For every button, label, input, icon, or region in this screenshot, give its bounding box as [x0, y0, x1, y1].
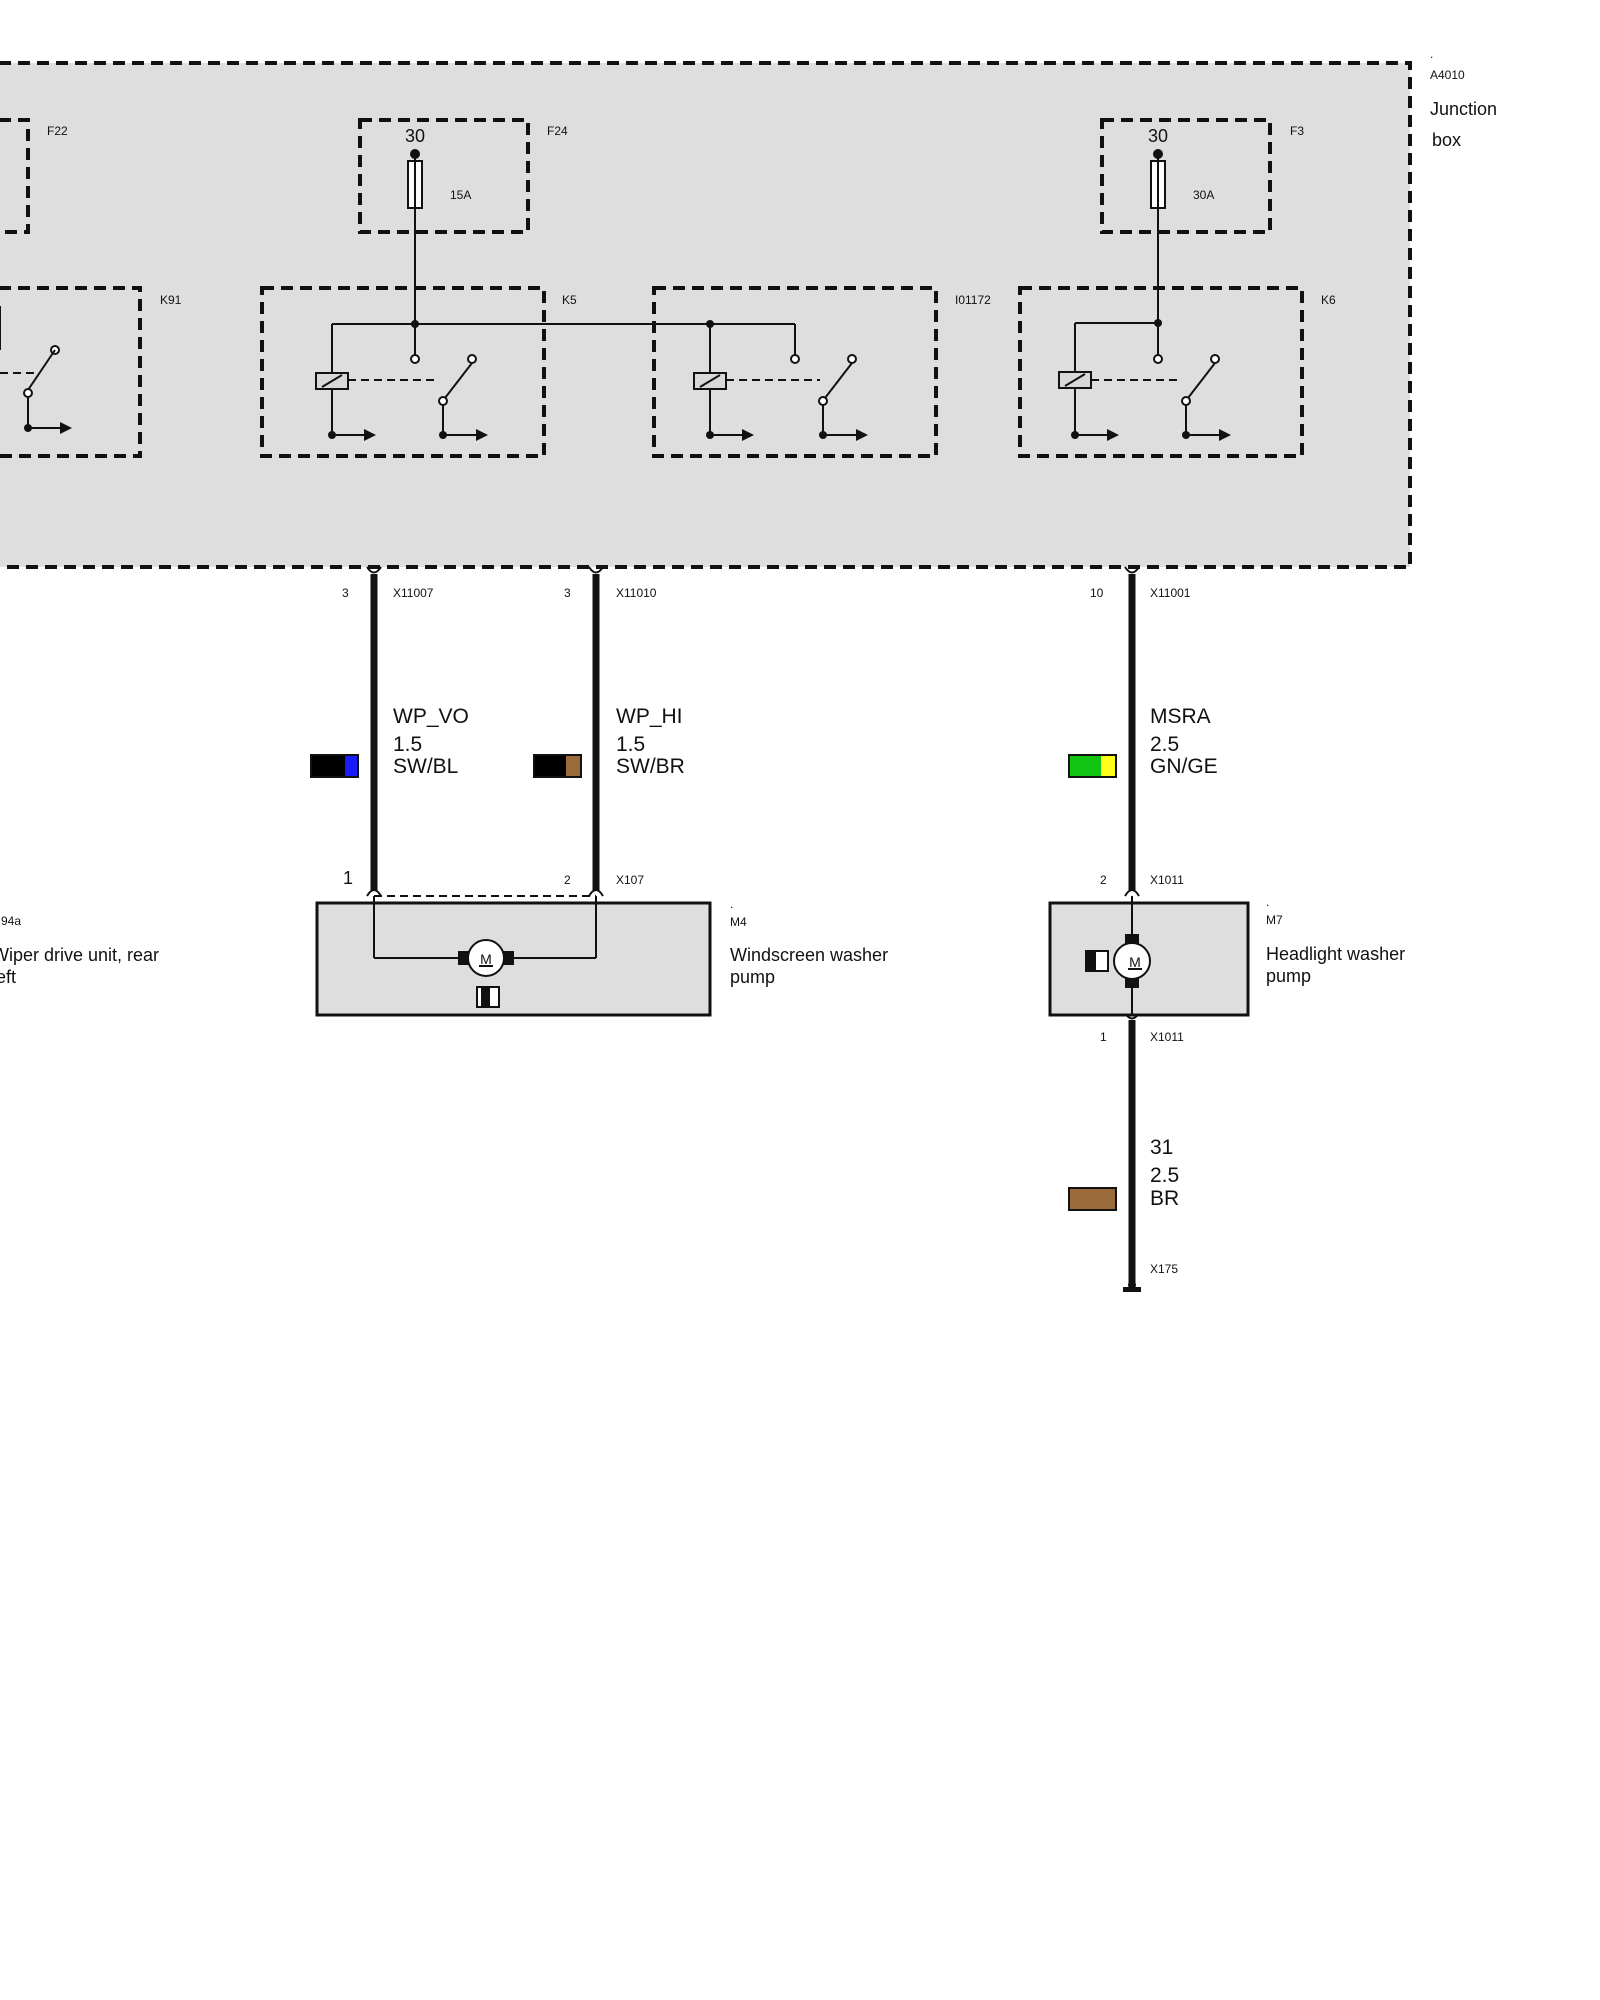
- fuse-f3-box: [1100, 118, 1272, 234]
- junction-box-id: A4010: [1430, 68, 1465, 82]
- junction-box-dot: .: [1430, 47, 1433, 61]
- wire-wp-vo-gauge: 1.5: [393, 733, 422, 756]
- relay-k6-box: [1018, 286, 1304, 458]
- junction-box-body: [0, 61, 1412, 569]
- wire-wp-vo-color-code: SW/BL: [393, 755, 458, 778]
- wire-msra: 10 X11001 MSRA 2.5 GN/GE 2 X1011: [1068, 566, 1218, 897]
- wire-msra-gauge: 2.5: [1150, 733, 1179, 756]
- windscreen-washer-pump-dot: .: [730, 897, 733, 911]
- wire-wp-hi-top-connector: X11010: [616, 586, 657, 600]
- windscreen-washer-pump-motor-label: M: [480, 951, 492, 967]
- wire-msra-top-connector: X11001: [1150, 586, 1191, 600]
- wire-31-ground: 1 X1011 31 2.5 BR X175: [1068, 1012, 1184, 1292]
- pump-symbol-icon: [476, 986, 500, 1008]
- wire-msra-top-pin: 10: [1090, 586, 1104, 600]
- headlight-washer-pump-name-2: pump: [1266, 966, 1311, 986]
- wire-msra-bottom-connector: X1011: [1150, 873, 1184, 887]
- relay-i01172: I01172: [652, 286, 991, 458]
- ground-terminal: [1123, 1287, 1141, 1292]
- relay-k6-label: K6: [1321, 293, 1336, 307]
- junction-box: . A4010 Junction box: [0, 47, 1497, 569]
- headlight-washer-pump: M . M7 Headlight washer pump: [1048, 895, 1405, 1017]
- fuse-f3-terminal: 30: [1148, 126, 1168, 146]
- junction-box-name-2: box: [1432, 130, 1461, 150]
- fuse-f24-box: [358, 118, 530, 234]
- fuse-f3-rating: 30A: [1193, 188, 1214, 202]
- fuse-f24: F24 30 15A: [358, 118, 568, 324]
- relay-k5-box: [260, 286, 546, 458]
- headlight-washer-pump-name: Headlight washer: [1266, 944, 1405, 964]
- wiper-drive-unit-id: M94a: [0, 914, 21, 928]
- wire-msra-bottom-pin: 2: [1100, 873, 1107, 887]
- wire-msra-color-swatch: [1068, 754, 1117, 778]
- wiper-drive-unit: M94a Wiper drive unit, rear left: [0, 914, 159, 987]
- wire-wp-hi-top-pin: 3: [564, 586, 571, 600]
- pump-symbol-icon: [1085, 950, 1109, 972]
- wire-msra-signal: MSRA: [1150, 705, 1211, 728]
- headlight-washer-pump-dot: .: [1266, 895, 1269, 909]
- relay-k91-box: [0, 286, 142, 458]
- relay-i01172-box: [652, 286, 938, 458]
- wiper-drive-unit-name-2: left: [0, 967, 16, 987]
- wire-wp-vo-top-connector: X11007: [393, 586, 434, 600]
- wire-31-top-pin: 1: [1100, 1030, 1107, 1044]
- wire-wp-vo-top-pin: 3: [342, 586, 349, 600]
- wire-31-color-swatch: [1068, 1187, 1117, 1211]
- windscreen-washer-pump-name-2: pump: [730, 967, 775, 987]
- fuse-f22-box: [0, 118, 30, 234]
- fuse-f24-label: F24: [547, 124, 568, 138]
- fuse-f22-label: F22: [47, 124, 68, 138]
- wiper-drive-unit-name: Wiper drive unit, rear: [0, 945, 159, 965]
- wire-wp-hi-bottom-pin: 2: [564, 873, 571, 887]
- wire-msra-color-code: GN/GE: [1150, 755, 1218, 778]
- wire-wp-vo-color-swatch: [310, 754, 359, 778]
- wire-31-color-code: BR: [1150, 1187, 1179, 1210]
- wire-wp-hi: 3 X11010 WP_HI 1.5 SW/BR 2 X107: [533, 566, 685, 897]
- wire-31-signal: 31: [1150, 1136, 1173, 1159]
- headlight-washer-pump-body: [1048, 901, 1250, 1017]
- junction-box-name: Junction: [1430, 99, 1497, 119]
- wire-wp-hi-signal: WP_HI: [616, 705, 683, 728]
- relay-k5: K5: [260, 286, 795, 458]
- relay-i01172-label: I01172: [955, 293, 991, 307]
- wire-wp-hi-bottom-connector: X107: [616, 873, 644, 887]
- wire-31-top-connector: X1011: [1150, 1030, 1184, 1044]
- fuse-f24-terminal: 30: [405, 126, 425, 146]
- wire-wp-hi-color-swatch: [533, 754, 582, 778]
- fuse-f3: F3 30 30A: [1100, 118, 1304, 323]
- relay-k6: K6: [1018, 286, 1336, 458]
- fuse-f24-rating: 15A: [450, 188, 471, 202]
- windscreen-washer-pump-id: M4: [730, 915, 747, 929]
- wire-wp-vo-bottom-pin: 1: [343, 868, 353, 888]
- wire-wp-vo: 3 X11007 WP_VO 1.5 SW/BL 1: [310, 566, 469, 897]
- wire-wp-vo-signal: WP_VO: [393, 705, 469, 728]
- headlight-washer-pump-id: M7: [1266, 913, 1283, 927]
- wire-31-gauge: 2.5: [1150, 1164, 1179, 1187]
- relay-k91: K91: [0, 286, 182, 458]
- wire-31-ground-connector: X175: [1150, 1262, 1178, 1276]
- motor-icon: [467, 939, 505, 977]
- windscreen-washer-pump-name: Windscreen washer: [730, 945, 888, 965]
- relay-k91-label: K91: [160, 293, 182, 307]
- wire-wp-hi-gauge: 1.5: [616, 733, 645, 756]
- fuse-f3-label: F3: [1290, 124, 1304, 138]
- windscreen-washer-pump: M . M4 Windscreen washer pump: [315, 895, 888, 1017]
- fuse-f22: F22: [0, 118, 68, 234]
- headlight-washer-pump-motor-label: M: [1129, 954, 1141, 970]
- wire-wp-hi-color-code: SW/BR: [616, 755, 685, 778]
- relay-k5-label: K5: [562, 293, 577, 307]
